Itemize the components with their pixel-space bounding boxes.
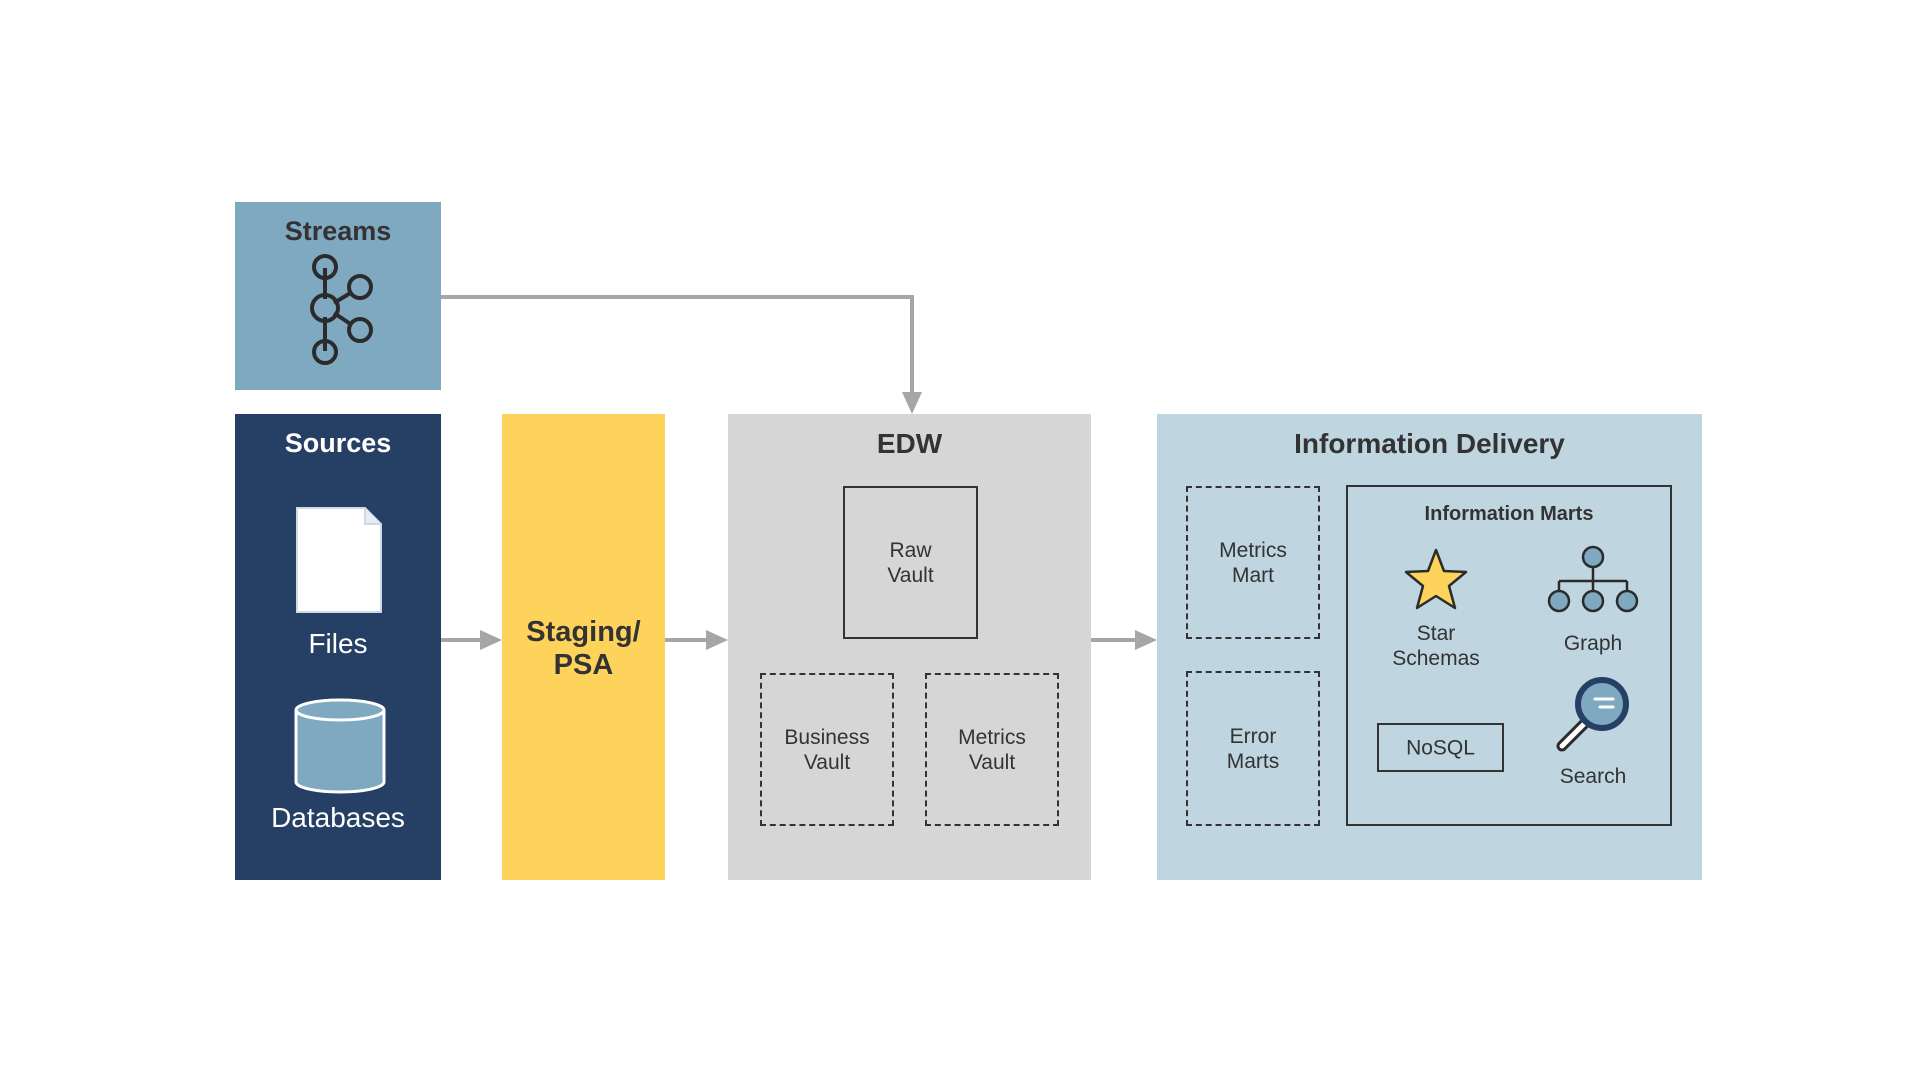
nosql-box: NoSQL xyxy=(1377,723,1504,772)
graph-hierarchy-icon xyxy=(1547,545,1639,613)
database-icon xyxy=(294,698,386,794)
star-icon xyxy=(1404,548,1468,610)
edw-to-delivery-arrowhead xyxy=(1135,630,1157,650)
sources-to-staging-arrowhead xyxy=(480,630,502,650)
staging-label-line1: Staging/ xyxy=(526,616,641,648)
metrics-mart-box: Metrics Mart xyxy=(1186,486,1320,639)
file-icon xyxy=(296,507,382,613)
sources-block: Sources Files Databases xyxy=(235,414,441,880)
streams-to-edw-connector xyxy=(441,295,914,395)
metrics-mart-line2: Mart xyxy=(1232,563,1274,587)
staging-label: Staging/ PSA xyxy=(502,616,665,682)
information-delivery-block: Information Delivery Metrics Mart Error … xyxy=(1157,414,1702,880)
metrics-vault-box: Metrics Vault xyxy=(925,673,1059,826)
raw-vault-box: Raw Vault xyxy=(843,486,978,639)
files-label: Files xyxy=(308,628,368,659)
staging-psa-block: Staging/ PSA xyxy=(502,414,665,880)
business-vault-box: Business Vault xyxy=(760,673,894,826)
star-schemas-line1: Star xyxy=(1416,622,1456,645)
staging-to-edw-arrowhead xyxy=(706,630,728,650)
metrics-vault-line2: Vault xyxy=(968,750,1016,774)
nosql-label: NoSQL xyxy=(1406,736,1475,759)
raw-vault-line1: Raw xyxy=(889,538,932,562)
business-vault-line2: Vault xyxy=(803,750,851,774)
business-vault-line1: Business xyxy=(784,725,870,749)
metrics-mart-line1: Metrics xyxy=(1219,538,1287,562)
streams-block: Streams xyxy=(235,202,441,390)
search-label: Search xyxy=(1559,765,1627,788)
star-schemas-label: Star Schemas xyxy=(1368,621,1504,671)
graph-label: Graph xyxy=(1563,632,1623,655)
sources-title: Sources xyxy=(284,428,392,458)
information-marts-box: Information Marts Star Schemas xyxy=(1346,485,1672,826)
staging-label-line2: PSA xyxy=(553,649,614,681)
error-marts-line1: Error xyxy=(1229,724,1277,748)
error-marts-box: Error Marts xyxy=(1186,671,1320,826)
metrics-vault-line1: Metrics xyxy=(958,725,1026,749)
streams-title: Streams xyxy=(284,216,392,246)
information-delivery-title: Information Delivery xyxy=(1294,428,1565,459)
raw-vault-line2: Vault xyxy=(887,563,934,587)
streams-to-edw-arrowhead xyxy=(902,392,922,414)
edw-block: EDW Raw Vault Business Vault Metrics Vau… xyxy=(728,414,1091,880)
databases-label: Databases xyxy=(271,802,405,833)
star-schemas-line2: Schemas xyxy=(1392,647,1480,670)
kafka-icon xyxy=(310,254,373,365)
information-marts-title: Information Marts xyxy=(1424,503,1594,525)
error-marts-line2: Marts xyxy=(1226,749,1280,773)
magnifier-icon xyxy=(1556,677,1629,752)
edw-title: EDW xyxy=(876,428,943,459)
